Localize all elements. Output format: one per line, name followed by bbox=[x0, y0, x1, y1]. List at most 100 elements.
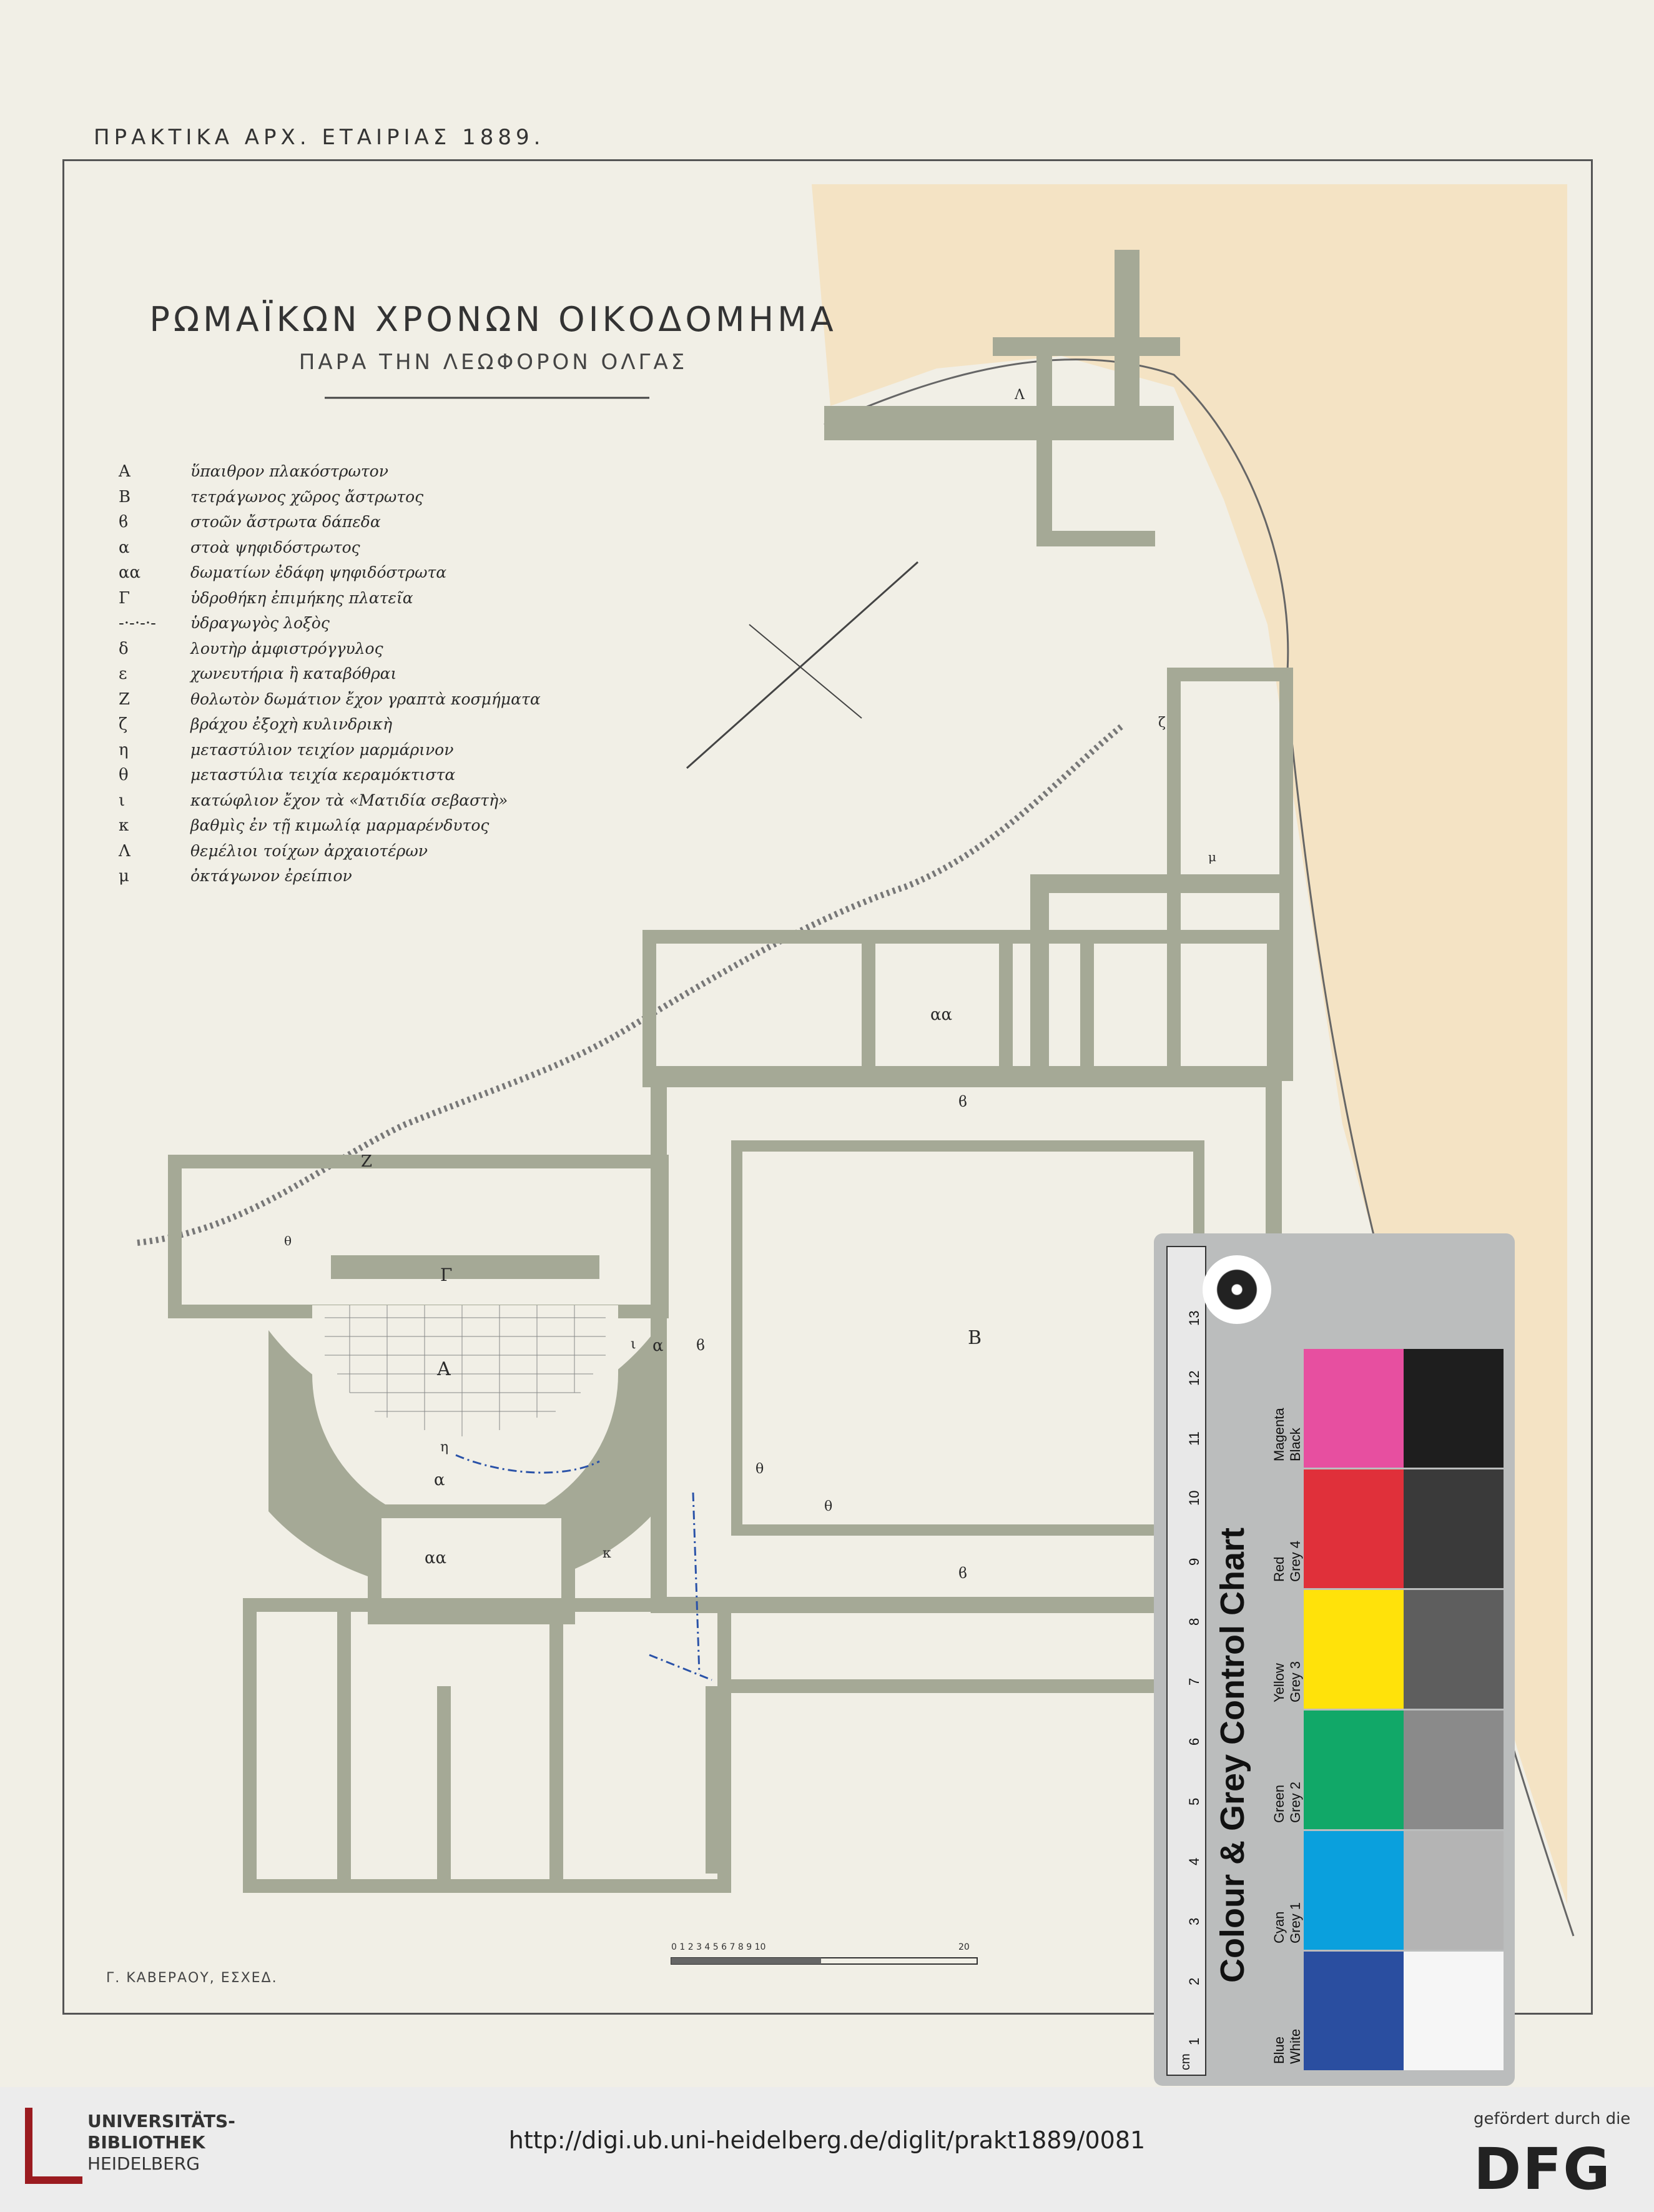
grey-name: Grey 3 bbox=[1287, 1661, 1303, 1702]
legend-text: μεταστύλιον τειχίον μαρμάρινον bbox=[190, 740, 454, 759]
legend-text: ὑδροθήκη ἐπιμήκης πλατεῖα bbox=[190, 588, 413, 607]
water-conduit bbox=[455, 1454, 712, 1681]
grey-name: Black bbox=[1287, 1428, 1303, 1461]
legend-symbol: Β bbox=[119, 487, 131, 506]
grey-name: White bbox=[1287, 2028, 1303, 2064]
ruler-number: 2 bbox=[1186, 1977, 1202, 1985]
paving-grid bbox=[325, 1305, 606, 1436]
colour-name: Cyan bbox=[1271, 1911, 1287, 1943]
legend-symbol: μ bbox=[119, 867, 129, 886]
legend-symbol: αα bbox=[119, 563, 141, 582]
legend-symbol: ζ bbox=[119, 715, 128, 734]
colour-swatch bbox=[1304, 1711, 1404, 1829]
legend-text: δωματίων ἐδάφη ψηφιδόστρωτα bbox=[190, 563, 447, 581]
ruler-number: 12 bbox=[1186, 1370, 1202, 1386]
colour-swatch bbox=[1304, 1469, 1404, 1588]
north-tower bbox=[1115, 250, 1140, 418]
chart-title: Colour & Grey Control Chart bbox=[1214, 1527, 1251, 1983]
west-rooms bbox=[168, 1155, 669, 1318]
grey-swatch bbox=[1404, 1952, 1504, 2070]
label-theta-small: θ bbox=[284, 1233, 292, 1248]
legend-text: ὀκτάγωνον ἐρείπιον bbox=[190, 867, 352, 885]
colour-swatch bbox=[1304, 1349, 1404, 1468]
draftsman-credit: Γ. ΚΑΒΕΡΑΟΥ, ΕΣΧΕΔ. bbox=[106, 1970, 278, 1986]
label-zeta: ζ bbox=[1158, 715, 1166, 731]
ruler-number: 9 bbox=[1186, 1558, 1202, 1566]
scale-ticks: 0 1 2 3 4 5 6 7 8 9 10 bbox=[671, 1942, 766, 1952]
label-a-east: α bbox=[652, 1336, 664, 1355]
legend-text: κατώφλιον ἔχον τὰ «Ματιδία σεβαστὴ» bbox=[190, 791, 508, 809]
label-kappa: κ bbox=[603, 1546, 611, 1561]
south-rooms bbox=[243, 1598, 731, 1893]
ruler-number: 10 bbox=[1186, 1490, 1202, 1506]
legend-text: ὑδραγωγὸς λοξὸς bbox=[190, 614, 330, 632]
legend-symbol: ε bbox=[119, 664, 127, 683]
legend-row: αα δωματίων ἐδάφη ψηφιδόστρωτα bbox=[119, 560, 541, 586]
page-header: ΠΡΑΚΤΙΚΑ ΑΡΧ. ΕΤΑΙΡΙΑΣ 1889. bbox=[94, 125, 545, 150]
floor-plan bbox=[137, 184, 1575, 1965]
legend-symbol: -·-·-·- bbox=[119, 614, 156, 633]
label-e-south: ϐ bbox=[958, 1564, 967, 1582]
legend-text: θολωτὸν δωμάτιον ἔχον γραπτὰ κοσμήματα bbox=[190, 689, 541, 708]
ruler-number: 1 bbox=[1186, 2037, 1202, 2045]
legend-text: στοῶν ἄστρωτα δάπεδα bbox=[190, 513, 381, 531]
rock-edge bbox=[137, 722, 1126, 1246]
colour-name: Green bbox=[1271, 1784, 1287, 1823]
legend-text: θεμέλιοι τοίχων ἀρχαιοτέρων bbox=[190, 841, 428, 860]
legend-text: ὕπαιθρον πλακόστρωτον bbox=[190, 462, 388, 480]
legend-text: λουτὴρ ἀμφιστρόγγυλος bbox=[190, 639, 383, 658]
ruler bbox=[1166, 1246, 1206, 2076]
legend-symbol: η bbox=[119, 740, 129, 759]
label-L: Λ bbox=[1015, 387, 1025, 403]
north-rooms bbox=[993, 337, 1180, 356]
ruler-number: 3 bbox=[1186, 1917, 1202, 1925]
footer bbox=[0, 2087, 1654, 2212]
ruler-number: 7 bbox=[1186, 1677, 1202, 1686]
compass-arrow bbox=[686, 561, 918, 769]
label-th-west: θ bbox=[756, 1461, 764, 1477]
label-eta: η bbox=[440, 1439, 449, 1455]
colour-name: Blue bbox=[1271, 2036, 1287, 2064]
colour-name: Magenta bbox=[1271, 1408, 1287, 1461]
legend-row: μ ὀκτάγωνον ἐρείπιον bbox=[119, 864, 541, 889]
ub-logo-icon bbox=[25, 2108, 82, 2184]
legend-symbol: Γ bbox=[119, 588, 130, 608]
legend-symbol: ι bbox=[119, 791, 126, 810]
grey-name: Grey 4 bbox=[1287, 1540, 1303, 1582]
grey-swatch bbox=[1404, 1590, 1504, 1709]
legend-row: -·-·-·- ὑδραγωγὸς λοξὸς bbox=[119, 611, 541, 636]
legend-row: ι κατώφλιον ἔχον τὰ «Ματιδία σεβαστὴ» bbox=[119, 788, 541, 814]
grey-name: Grey 2 bbox=[1287, 1781, 1303, 1823]
label-aa-north: αα bbox=[930, 1005, 953, 1024]
label-e-north: ϐ bbox=[958, 1093, 967, 1110]
colour-name: Yellow bbox=[1271, 1663, 1287, 1702]
map-frame bbox=[62, 159, 1593, 2015]
permalink[interactable]: http://digi.ub.uni-heidelberg.de/diglit/… bbox=[508, 2126, 1146, 2154]
legend-symbol: Α bbox=[119, 462, 130, 481]
label-mu: μ bbox=[1208, 849, 1216, 864]
legend-symbol: δ bbox=[119, 639, 129, 658]
grey-swatch bbox=[1404, 1349, 1504, 1468]
legend-text: μεταστύλια τειχία κεραμόκτιστα bbox=[190, 766, 456, 784]
colour-swatch bbox=[1304, 1590, 1404, 1709]
colour-name: Red bbox=[1271, 1556, 1287, 1582]
grey-swatch bbox=[1404, 1469, 1504, 1588]
ruler-number: 8 bbox=[1186, 1617, 1202, 1626]
funded-by: gefördert durch die bbox=[1474, 2110, 1631, 2128]
label-e-west: ϐ bbox=[696, 1336, 705, 1354]
grey-name: Grey 1 bbox=[1287, 1902, 1303, 1943]
map-subtitle: ΠΑΡΑ ΤΗΝ ΛΕΩΦΟΡΟΝ ΟΛΓΑΣ bbox=[298, 350, 688, 375]
legend-symbol: α bbox=[119, 538, 130, 557]
ruler-number: 4 bbox=[1186, 1857, 1202, 1865]
colour-swatch bbox=[1304, 1952, 1404, 2070]
